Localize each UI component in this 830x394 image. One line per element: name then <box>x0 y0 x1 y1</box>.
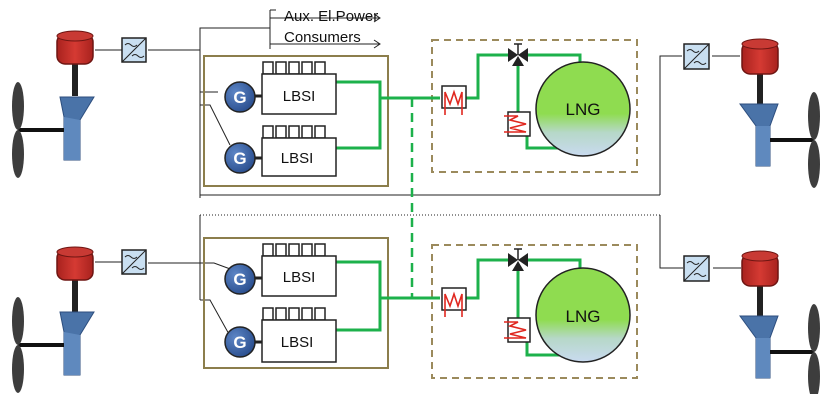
gas-system-bottom <box>431 244 638 379</box>
generator-label: G <box>233 333 246 352</box>
gas-system-top <box>431 39 638 173</box>
propeller-icon <box>808 304 820 394</box>
lng-tank-top: LNG <box>535 61 631 157</box>
aux-consumers-line1: Aux. El.Power <box>284 8 378 25</box>
pod-propulsor-bottom-left <box>12 246 95 393</box>
engine-room-top <box>203 55 389 187</box>
heat-exchanger-icon <box>504 317 531 343</box>
motor-icon <box>56 30 94 65</box>
aux-consumers-line2: Consumers <box>284 29 361 46</box>
pod-propulsor-bottom-right <box>739 250 820 394</box>
motor-icon <box>741 250 779 287</box>
motor-icon <box>741 38 779 75</box>
valve-icon <box>508 248 528 271</box>
tank-label: LNG <box>566 307 601 326</box>
tank-label: LNG <box>566 100 601 119</box>
generator-icon: G <box>224 326 262 358</box>
electrical-wiring <box>95 27 741 337</box>
engine-lbsi: LBSI <box>261 307 337 363</box>
generator-icon: G <box>224 263 262 295</box>
frequency-converter-icon <box>121 249 147 275</box>
engine-room-bottom <box>203 237 389 369</box>
heat-exchanger-icon <box>441 85 467 115</box>
generator-label: G <box>233 270 246 289</box>
engine-label: LBSI <box>283 88 316 105</box>
engine-label: LBSI <box>281 150 314 167</box>
frequency-converter-icon <box>683 255 710 282</box>
heat-exchanger-icon <box>441 287 467 317</box>
engine-label: LBSI <box>283 269 316 286</box>
engine-lbsi: LBSI <box>261 125 337 177</box>
frequency-converter-icon <box>121 37 147 63</box>
generator-label: G <box>233 149 246 168</box>
generator-label: G <box>233 88 246 107</box>
pod-propulsor-top-right <box>739 38 820 188</box>
frequency-converter-icon <box>683 43 710 70</box>
engine-lbsi: LBSI <box>261 61 337 115</box>
heat-exchanger-icon <box>504 111 531 137</box>
valve-icon <box>508 43 528 66</box>
generator-icon: G <box>224 81 262 113</box>
motor-icon <box>56 246 94 281</box>
generator-icon: G <box>224 142 262 174</box>
pod-propulsor-top-left <box>12 30 95 178</box>
engine-lbsi: LBSI <box>261 243 337 297</box>
aux-consumers-block: Aux. El.Power Consumers <box>269 8 381 49</box>
engine-label: LBSI <box>281 334 314 351</box>
lng-tank-bottom: LNG <box>535 267 631 363</box>
